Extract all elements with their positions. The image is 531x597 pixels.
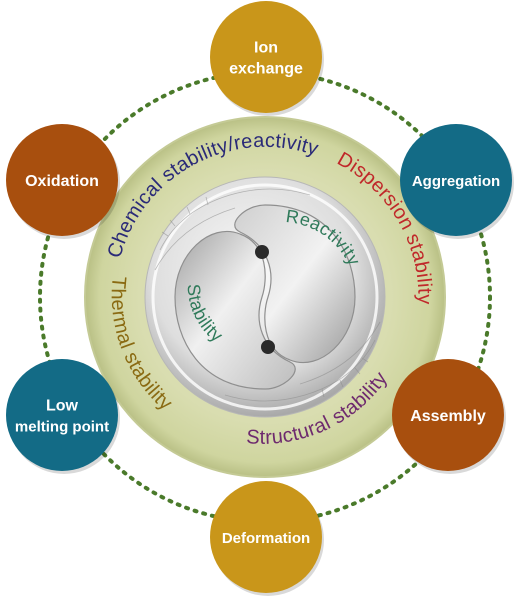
node-label: Assembly [410, 408, 486, 425]
node-label: exchange [229, 61, 303, 78]
water-splash-texture [154, 188, 381, 402]
node-circle [392, 359, 504, 471]
node-label: melting point [15, 419, 109, 436]
node-aggregation: Aggregation [400, 124, 514, 239]
node-label: Aggregation [412, 173, 500, 190]
node-label: Deformation [222, 530, 310, 547]
node-circle [210, 481, 322, 593]
reactivity-dot [255, 245, 269, 259]
outer-nodes: Ion exchangeAggregationAssemblyDeformatio… [6, 1, 514, 596]
node-circle [6, 359, 118, 471]
reactivity-half [234, 204, 356, 364]
node-label: Ion [254, 40, 278, 57]
stability-ring-edge [84, 116, 446, 478]
core-highlight [151, 183, 379, 411]
node-label: Oxidation [25, 173, 99, 190]
node-assembly: Assembly [392, 359, 506, 474]
node-deformation: Deformation [210, 481, 324, 596]
node-low-melting-point: Low melting point [6, 359, 120, 474]
node-circle [400, 124, 512, 236]
node-oxidation: Oxidation [6, 124, 120, 239]
node-circle [6, 124, 118, 236]
node-circle [210, 1, 322, 113]
yin-yang-symbol [174, 204, 356, 390]
node-ion-exchange: Ion exchange [210, 1, 324, 116]
stability-dot [261, 340, 275, 354]
node-label: Low [46, 398, 79, 415]
